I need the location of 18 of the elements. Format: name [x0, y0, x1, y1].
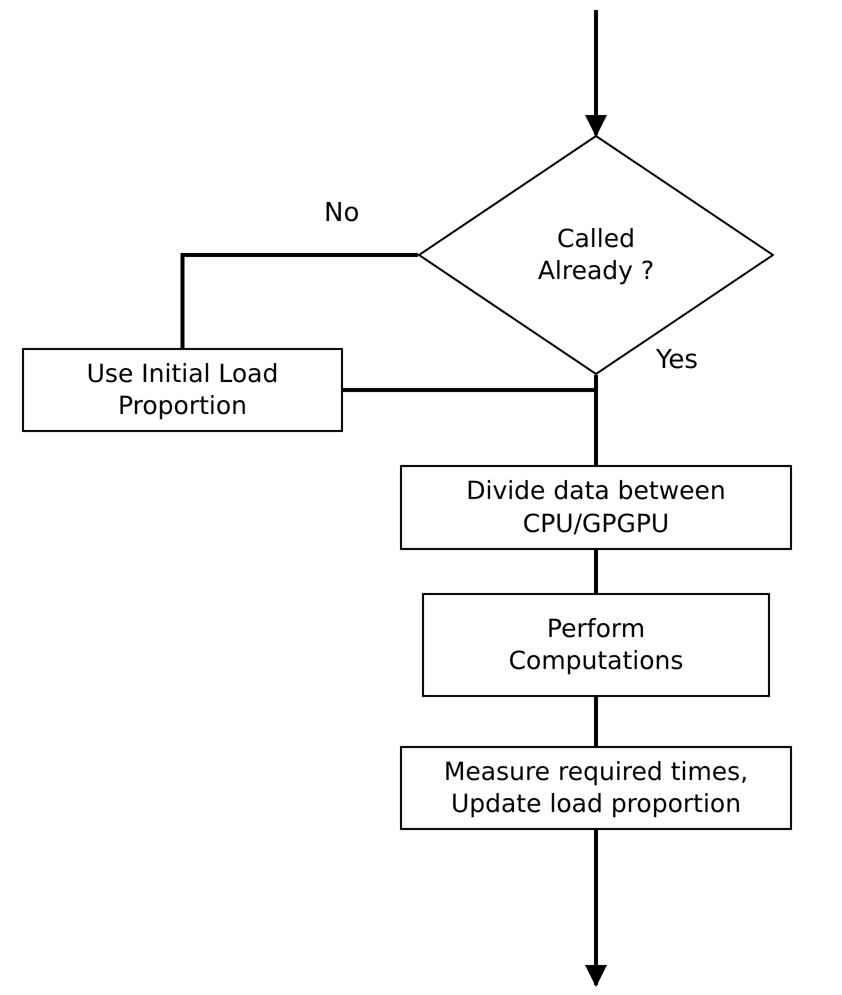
process-box	[400, 465, 792, 550]
decision-text: Called Already ?	[536, 222, 656, 287]
process-text: Divide data between CPU/GPGPU	[465, 475, 727, 540]
process-text: Perform Computations	[508, 612, 684, 677]
edge-label: No	[323, 198, 360, 230]
edge-label: Yes	[655, 345, 699, 376]
decision-diamond	[418, 135, 774, 375]
process-box	[422, 593, 770, 697]
arrow	[585, 10, 607, 137]
process-box	[400, 746, 792, 830]
process-text: Use Initial Load Proportion	[86, 358, 280, 422]
arrow	[585, 830, 607, 987]
connector-line	[343, 388, 598, 465]
process-text: Measure required times, Update load proportion	[442, 756, 750, 820]
connector-line	[180, 253, 418, 348]
process-box	[22, 348, 343, 432]
connector-line	[594, 550, 598, 593]
connector-line	[594, 697, 598, 746]
